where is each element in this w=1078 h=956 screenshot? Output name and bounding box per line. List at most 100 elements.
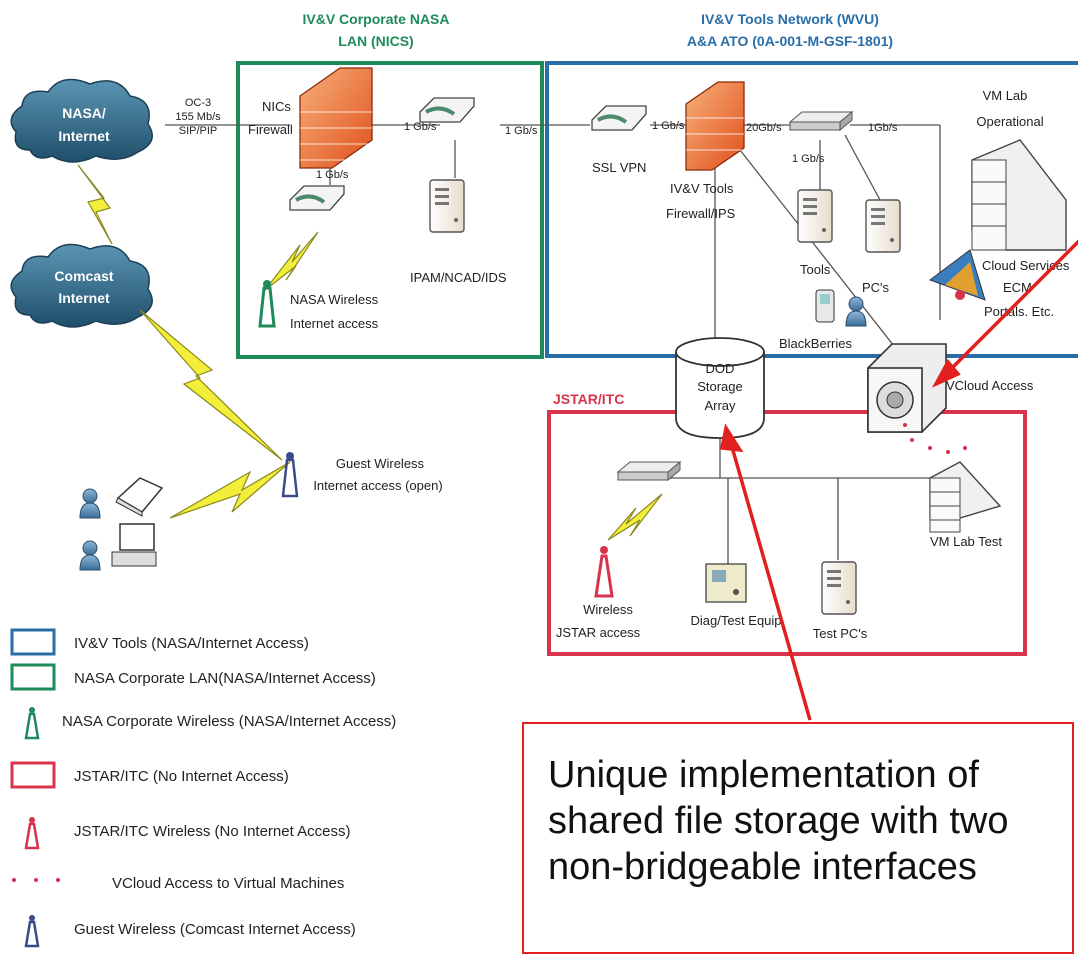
legend-label: Guest Wireless (Comcast Internet Access): [74, 921, 356, 938]
network-links: [165, 122, 941, 565]
laptop-icon: [115, 477, 164, 517]
ssl-vpn-label: SSL VPN: [592, 160, 646, 175]
tools-firewall-icon: [685, 81, 745, 171]
link-1gb-c: 1 Gb/s: [316, 169, 349, 181]
legend-antenna-icon: [24, 920, 40, 948]
dod-storage-label-1: DOD: [706, 361, 735, 376]
vcloud-access-icon: [867, 343, 947, 433]
legend-swatch: [10, 761, 56, 789]
nics-firewall-icon: [299, 67, 373, 169]
link-1gb-b: 1 Gb/s: [505, 125, 538, 137]
legend-antenna-icon: [24, 712, 40, 740]
test-pcs-label: Test PC's: [813, 626, 868, 641]
tools-network-zone: [545, 61, 1078, 358]
ipam-label: IPAM/NCAD/IDS: [410, 270, 507, 285]
legend: IV&V Tools (NASA/Internet Access) NASA Co…: [10, 628, 396, 948]
comcast-label-1: Comcast: [54, 268, 113, 284]
legend-label: JSTAR/ITC (No Internet Access): [74, 768, 289, 785]
callout-box: Unique implementation of shared file sto…: [522, 722, 1074, 954]
legend-swatch: [10, 663, 56, 691]
cloud-services-label-2: ECM: [1003, 280, 1032, 295]
vm-lab-test-label: VM Lab Test: [930, 534, 1002, 549]
test-pcs-icon: [821, 561, 857, 615]
dod-storage-label-3: Array: [704, 398, 736, 413]
nasa-wireless-antenna-icon: [258, 280, 276, 328]
blackberry-icon: [815, 289, 835, 323]
blackberries-label: BlackBerries: [779, 336, 852, 351]
tools-network-title: IV&V Tools Network (WVU): [701, 11, 879, 27]
dod-storage-array-icon: [675, 337, 765, 439]
legend-dot: [12, 878, 16, 882]
tools-firewall-label-2: Firewall/IPS: [666, 206, 736, 221]
pcs-icon: [865, 199, 901, 253]
nasa-lan-subtitle: LAN (NICS): [338, 33, 413, 49]
oc3-label-1: OC-3: [185, 97, 211, 109]
legend-label: VCloud Access to Virtual Machines: [112, 875, 344, 892]
nics-firewall-label-1: NICs: [262, 99, 291, 114]
link-1gb-f: 1 Gb/s: [792, 153, 825, 165]
legend-item: NASA Corporate Wireless (NASA/Internet A…: [24, 707, 396, 740]
nasa-lan-router-icon: [418, 96, 476, 124]
nasa-lan-title: IV&V Corporate NASA: [302, 11, 449, 27]
wireless-jstar-label-2: JSTAR access: [556, 625, 641, 640]
vm-lab-test-icon: [929, 461, 1002, 533]
wireless-jstar-label-1: Wireless: [583, 602, 633, 617]
legend-label: IV&V Tools (NASA/Internet Access): [74, 635, 309, 652]
jstar-wireless-antenna-icon: [594, 546, 614, 598]
legend-antenna-icon: [24, 822, 40, 850]
legend-item: VCloud Access to Virtual Machines: [12, 875, 344, 892]
cloud-services-label-1: Cloud Services: [982, 258, 1070, 273]
legend-item: JSTAR/ITC Wireless (No Internet Access): [24, 817, 350, 850]
legend-item: JSTAR/ITC (No Internet Access): [10, 761, 289, 789]
diag-test-label: Diag/Test Equip: [690, 613, 781, 628]
diag-test-equipment-icon: [705, 563, 747, 603]
cloud-services-icon: [928, 249, 986, 301]
legend-antenna-tip: [29, 915, 35, 921]
vcloud-access-label: VCloud Access: [946, 378, 1034, 393]
legend-item: NASA Corporate LAN(NASA/Internet Access): [10, 663, 376, 691]
callout-arrows: [719, 239, 1078, 721]
nasa-internet-cloud: NASA/ Internet: [10, 78, 153, 163]
lightning-links: [77, 164, 663, 541]
blackberry-user-icon: [845, 296, 867, 327]
cloud-services-label-3: Portals. Etc.: [984, 304, 1054, 319]
link-1gb-d: 1 Gb/s: [652, 120, 685, 132]
link-20gb: 20Gb/s: [746, 122, 782, 134]
legend-label: NASA Corporate LAN(NASA/Internet Access): [74, 670, 376, 687]
desktop-pc-icon: [111, 523, 157, 567]
dod-storage-label-2: Storage: [697, 379, 743, 394]
legend-item: IV&V Tools (NASA/Internet Access): [10, 628, 309, 656]
guest-wireless-antenna-icon: [281, 452, 299, 498]
jstar-title: JSTAR/ITC: [553, 391, 624, 407]
oc3-label-2: 155 Mb/s: [175, 111, 221, 123]
vm-lab-operational-icon: [971, 139, 1067, 251]
ipam-server-icon: [429, 179, 465, 233]
tools-firewall-label-1: IV&V Tools: [670, 181, 734, 196]
nics-firewall-label-2: Firewall: [248, 122, 293, 137]
legend-label: JSTAR/ITC Wireless (No Internet Access): [74, 823, 350, 840]
nasa-wireless-label-2: Internet access: [290, 316, 379, 331]
legend-dot: [34, 878, 38, 882]
tools-label: Tools: [800, 262, 831, 277]
vm-lab-operational-label-2: Operational: [976, 114, 1043, 129]
legend-label: NASA Corporate Wireless (NASA/Internet A…: [62, 713, 396, 730]
jstar-zone: [547, 410, 1027, 656]
nasa-internet-label-1: NASA/: [62, 105, 106, 121]
pcs-label: PC's: [862, 280, 890, 295]
tools-switch-icon: [789, 111, 853, 131]
vm-lab-operational-label-1: VM Lab: [983, 88, 1028, 103]
legend-swatch: [10, 628, 56, 656]
guest-user-2-icon: [79, 540, 101, 571]
vcloud-access-dots: [903, 423, 967, 454]
nasa-wireless-label-1: NASA Wireless: [290, 292, 379, 307]
legend-dot: [56, 878, 60, 882]
jstar-switch-icon: [617, 461, 681, 481]
legend-antenna-tip: [29, 707, 35, 713]
comcast-label-2: Internet: [58, 290, 110, 306]
ssl-vpn-icon: [590, 104, 648, 132]
guest-wireless-label-1: Guest Wireless: [336, 456, 425, 471]
link-1gb-e: 1Gb/s: [868, 122, 898, 134]
tools-server-icon: [797, 189, 833, 243]
legend-antenna-tip: [29, 817, 35, 823]
nasa-internet-label-2: Internet: [58, 128, 110, 144]
